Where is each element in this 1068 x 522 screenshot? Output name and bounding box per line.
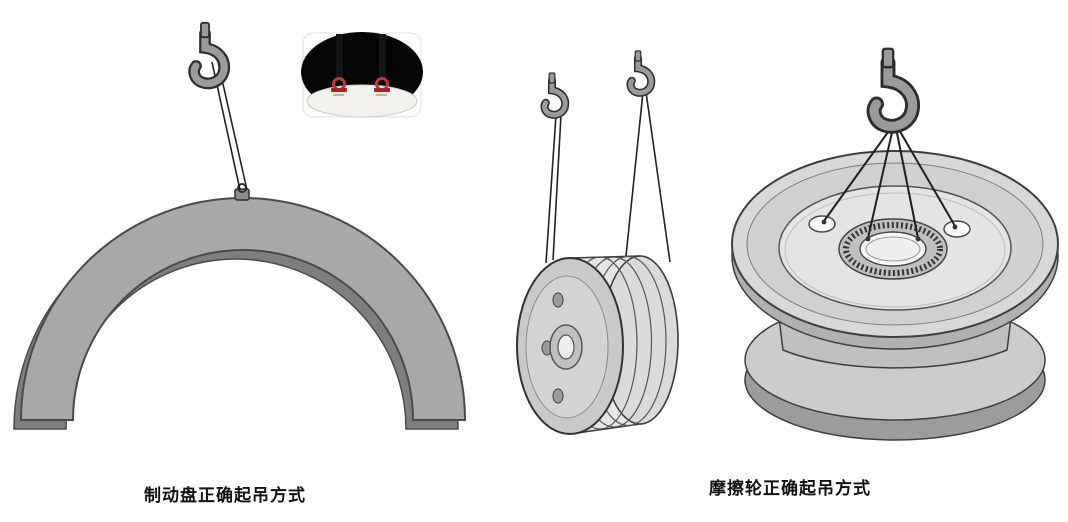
brake-disc-caption: 制动盘正确起吊方式 <box>144 486 306 505</box>
friction-wheel-caption: 摩擦轮正确起吊方式 <box>709 479 871 498</box>
crane-hook-icon <box>631 51 652 93</box>
red-shackle-icon <box>374 77 390 96</box>
sheave-wheel-figure <box>516 51 679 435</box>
red-shackle-icon <box>331 77 347 96</box>
sheave-hub <box>549 324 583 370</box>
brake-disc-figure <box>13 23 467 430</box>
crane-hook-icon <box>874 49 912 126</box>
brake-disc-arc <box>19 197 467 421</box>
crane-hook-icon <box>194 23 224 84</box>
sling-line <box>545 91 671 264</box>
friction-wheel-hub <box>838 218 948 280</box>
friction-wheel-figure <box>731 49 1059 441</box>
inset-shackle-photo <box>301 32 423 118</box>
friction-wheel-face-inner-line <box>784 192 1006 308</box>
sling-line <box>823 127 956 239</box>
crane-hook-icon <box>545 73 566 115</box>
sling-attachment-points <box>821 219 958 242</box>
lifting-holes <box>808 215 971 238</box>
